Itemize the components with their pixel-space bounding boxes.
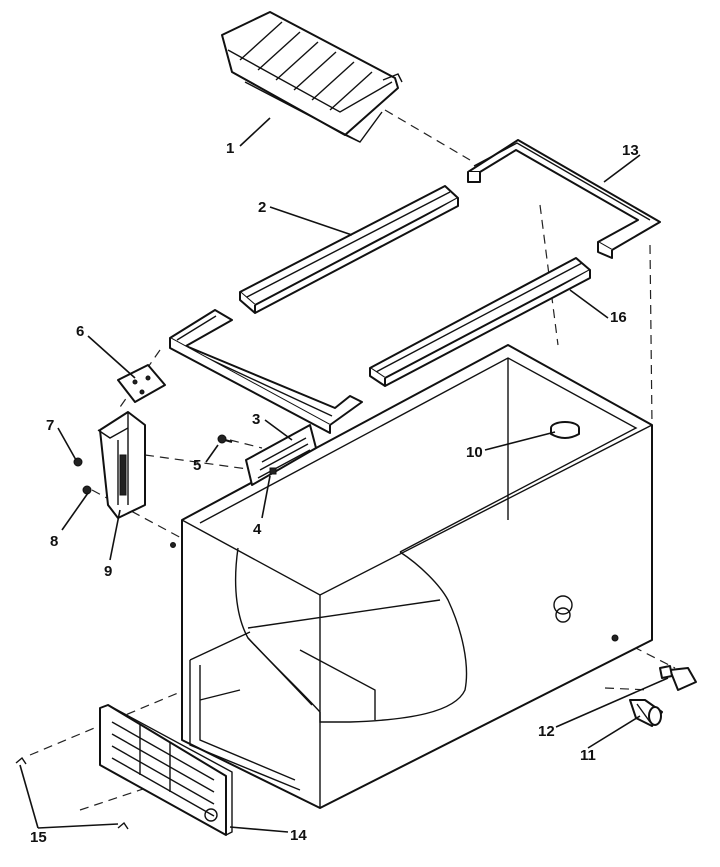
freezer-cabinet xyxy=(181,344,653,809)
wire-basket xyxy=(221,11,403,143)
screw-8 xyxy=(82,485,92,495)
callout-9: 9 xyxy=(104,563,112,580)
screw-small xyxy=(170,542,176,548)
callout-15: 15 xyxy=(30,829,47,846)
callout-4: 4 xyxy=(253,521,262,538)
callout-7: 7 xyxy=(46,417,54,434)
breaker-strip-back xyxy=(239,185,459,314)
caster xyxy=(629,699,663,727)
callout-16: 16 xyxy=(610,309,627,326)
breaker-strip-right xyxy=(467,139,661,259)
drain-plug xyxy=(550,421,580,439)
grille-clip xyxy=(15,756,129,830)
callout-11: 11 xyxy=(580,747,596,764)
hinge-plate xyxy=(117,364,166,403)
callout-14: 14 xyxy=(290,827,307,844)
leader-lines xyxy=(19,117,669,833)
callout-2: 2 xyxy=(258,199,266,216)
callout-13: 13 xyxy=(622,142,639,159)
callout-5: 5 xyxy=(193,457,201,474)
callout-6: 6 xyxy=(76,323,84,340)
front-grille xyxy=(99,704,233,836)
callout-3: 3 xyxy=(252,411,260,428)
callout-12: 12 xyxy=(538,723,555,740)
callout-10: 10 xyxy=(466,444,483,461)
leveling-leg xyxy=(659,665,697,691)
breaker-strip-front xyxy=(369,257,591,387)
breaker-strip-left xyxy=(169,309,363,434)
callout-1: 1 xyxy=(226,140,234,157)
screw-5 xyxy=(217,434,233,444)
callout-labels: 1 2 3 4 5 6 7 8 9 10 11 12 13 14 15 16 xyxy=(30,140,639,846)
callout-8: 8 xyxy=(50,533,58,550)
hinge-assembly xyxy=(97,411,146,519)
